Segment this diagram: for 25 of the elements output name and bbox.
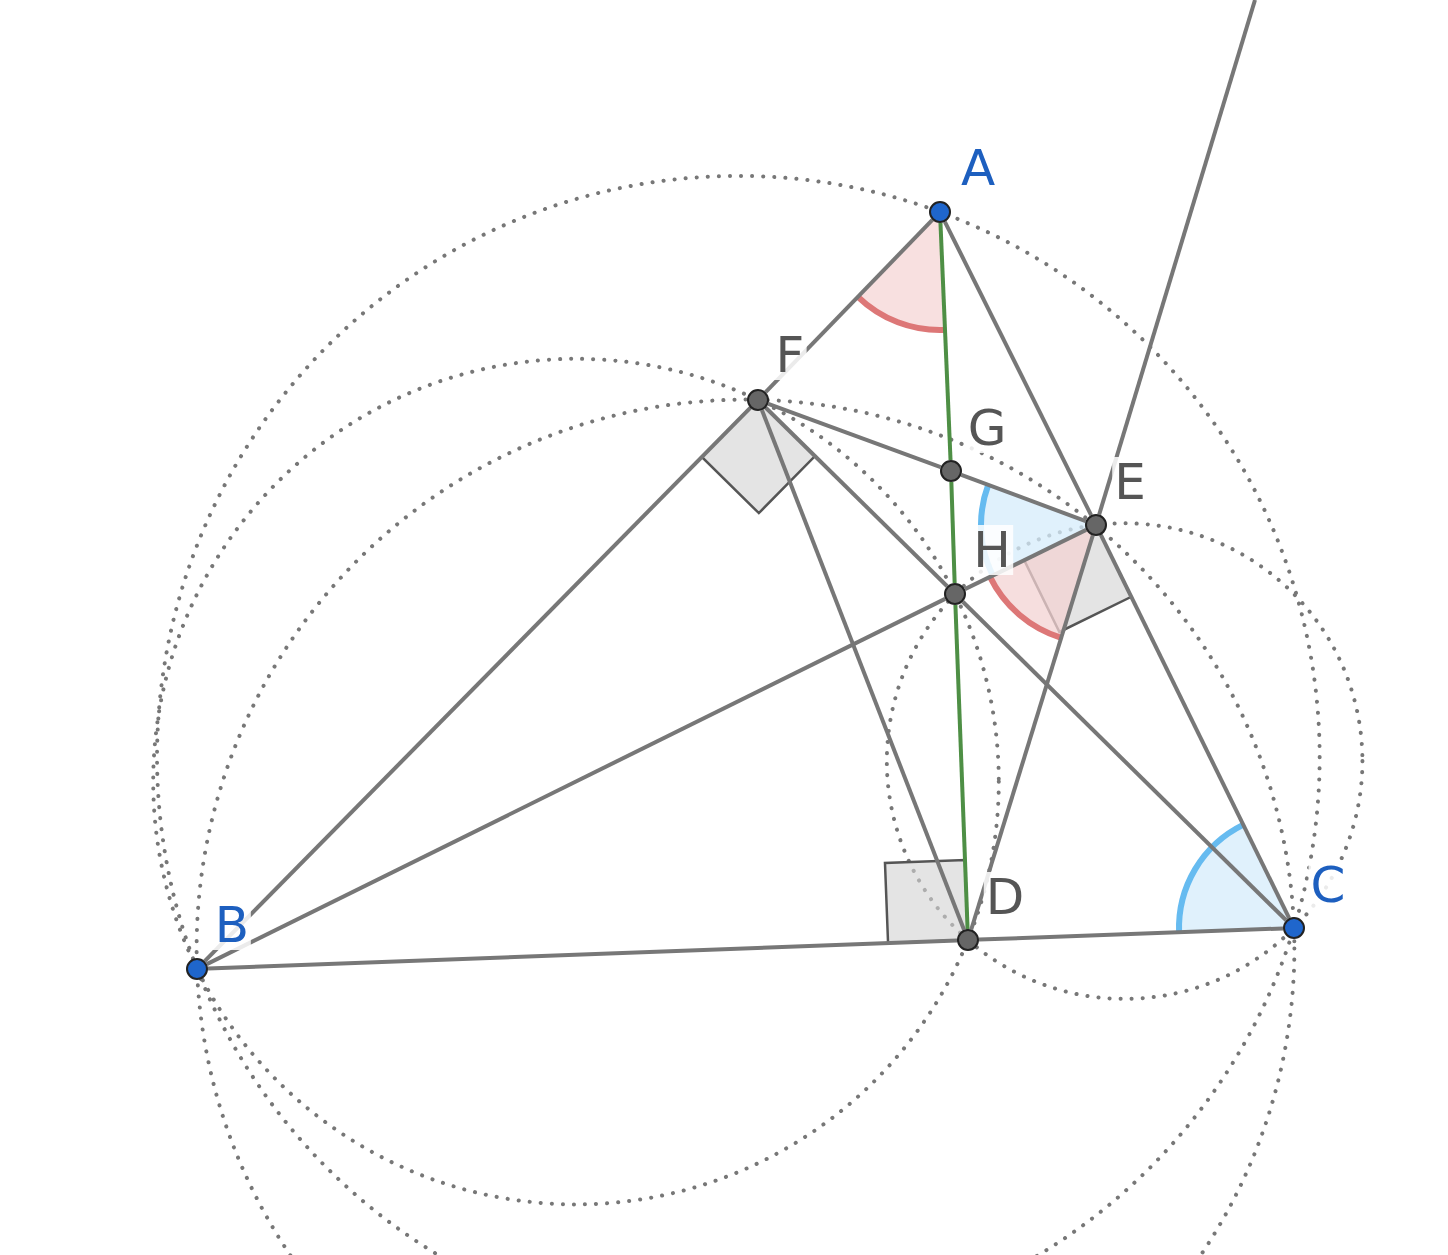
- point-marker: [957, 929, 979, 951]
- line-segment: [969, 534, 1095, 931]
- point-marker: [186, 958, 208, 980]
- point-marker: [747, 389, 769, 411]
- line-segment: [203, 406, 752, 963]
- line-segment: [938, 222, 953, 461]
- line-segment: [764, 406, 949, 588]
- line-segment: [760, 409, 966, 931]
- line-segment: [205, 597, 947, 966]
- line-segment: [961, 600, 1288, 922]
- line-segment: [960, 472, 1087, 524]
- point-marker: [940, 460, 962, 482]
- line-segment: [1099, 534, 1291, 919]
- line-segment: [978, 926, 1284, 942]
- point-marker: [1085, 514, 1107, 536]
- line-segment: [943, 220, 1093, 517]
- line-segment: [767, 401, 942, 470]
- point-marker: [1283, 917, 1305, 939]
- point-marker: [929, 201, 951, 223]
- line-segment: [949, 481, 957, 584]
- line-segment: [964, 528, 1087, 591]
- point-marker: [944, 583, 966, 605]
- line-segment: [207, 938, 958, 971]
- line-segment: [953, 604, 970, 930]
- line-segment: [1097, 0, 1257, 516]
